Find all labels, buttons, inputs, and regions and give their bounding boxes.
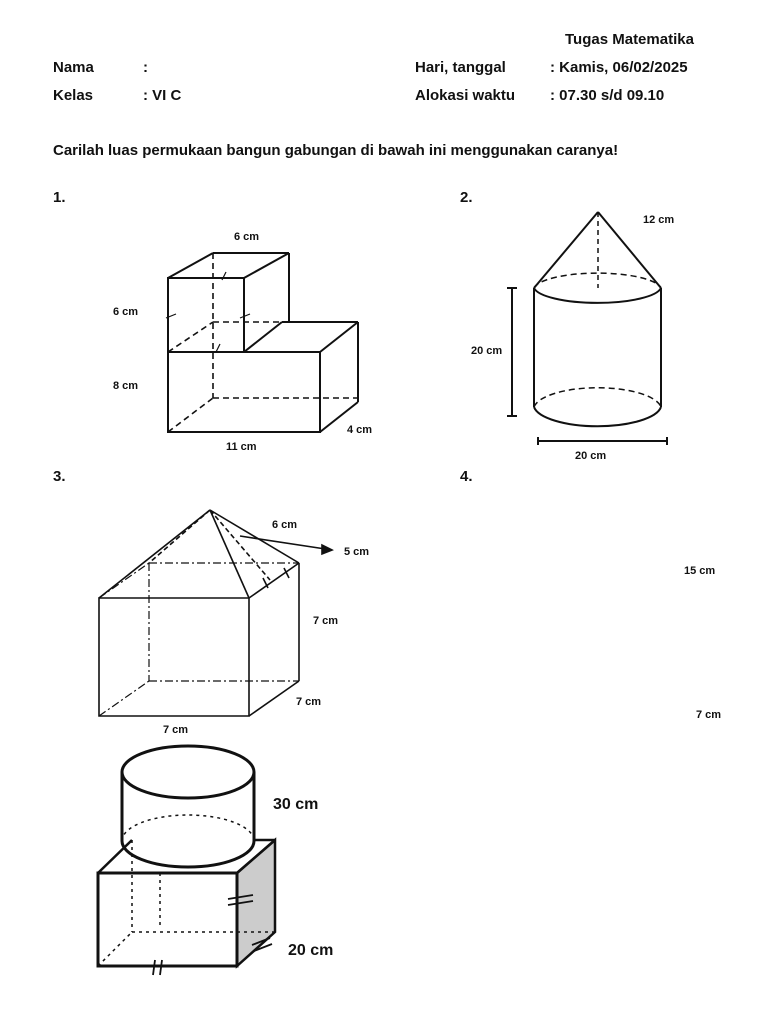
fig2-label-slant: 12 cm <box>643 214 675 226</box>
fig1-label-cube-height: 6 cm <box>113 306 139 318</box>
figure-3-pyramid-cube <box>99 510 332 716</box>
extra-label-box-side: 20 cm <box>288 942 334 959</box>
problem-1-number: 1. <box>53 189 66 206</box>
fig3-label-cube-height: 7 cm <box>313 615 339 627</box>
problem-2-number: 2. <box>460 189 473 206</box>
hari-tanggal-label: Hari, tanggal <box>415 59 506 76</box>
figure-1-cube-cuboid <box>166 253 358 432</box>
fig3-label-cube-depth: 7 cm <box>296 696 322 708</box>
kelas-value: : VI C <box>143 87 182 104</box>
fig2-label-diameter: 20 cm <box>575 450 607 462</box>
fig3-label-pyramid-edge: 6 cm <box>272 519 298 531</box>
alokasi-waktu-value: : 07.30 s/d 09.10 <box>550 87 665 104</box>
instruction-text: Carilah luas permukaan bangun gabungan d… <box>53 142 619 159</box>
worksheet-title: Tugas Matematika <box>565 31 694 48</box>
figure-extra-cylinder-box <box>98 746 275 975</box>
hari-tanggal-value: : Kamis, 06/02/2025 <box>550 59 688 76</box>
fig1-label-cube-width: 6 cm <box>234 231 260 243</box>
extra-label-cylinder-height: 30 cm <box>273 796 319 813</box>
kelas-label: Kelas <box>53 87 94 104</box>
problem-4-number: 4. <box>460 468 473 485</box>
fig1-label-cuboid-depth: 4 cm <box>347 424 373 436</box>
fig1-label-cuboid-height: 8 cm <box>113 380 139 392</box>
fig4-label-15cm: 15 cm <box>684 565 716 577</box>
fig2-label-height: 20 cm <box>471 345 503 357</box>
fig3-label-slant-height: 5 cm <box>344 546 370 558</box>
nama-value: : <box>143 59 148 76</box>
fig3-label-cube-width: 7 cm <box>163 724 189 736</box>
fig4-label-7cm: 7 cm <box>696 709 722 721</box>
nama-label: Nama <box>53 59 94 76</box>
fig1-label-cuboid-length: 11 cm <box>226 441 257 453</box>
figure-2-cone-cylinder <box>507 212 667 445</box>
alokasi-waktu-label: Alokasi waktu <box>415 87 516 104</box>
problem-3-number: 3. <box>53 468 66 485</box>
